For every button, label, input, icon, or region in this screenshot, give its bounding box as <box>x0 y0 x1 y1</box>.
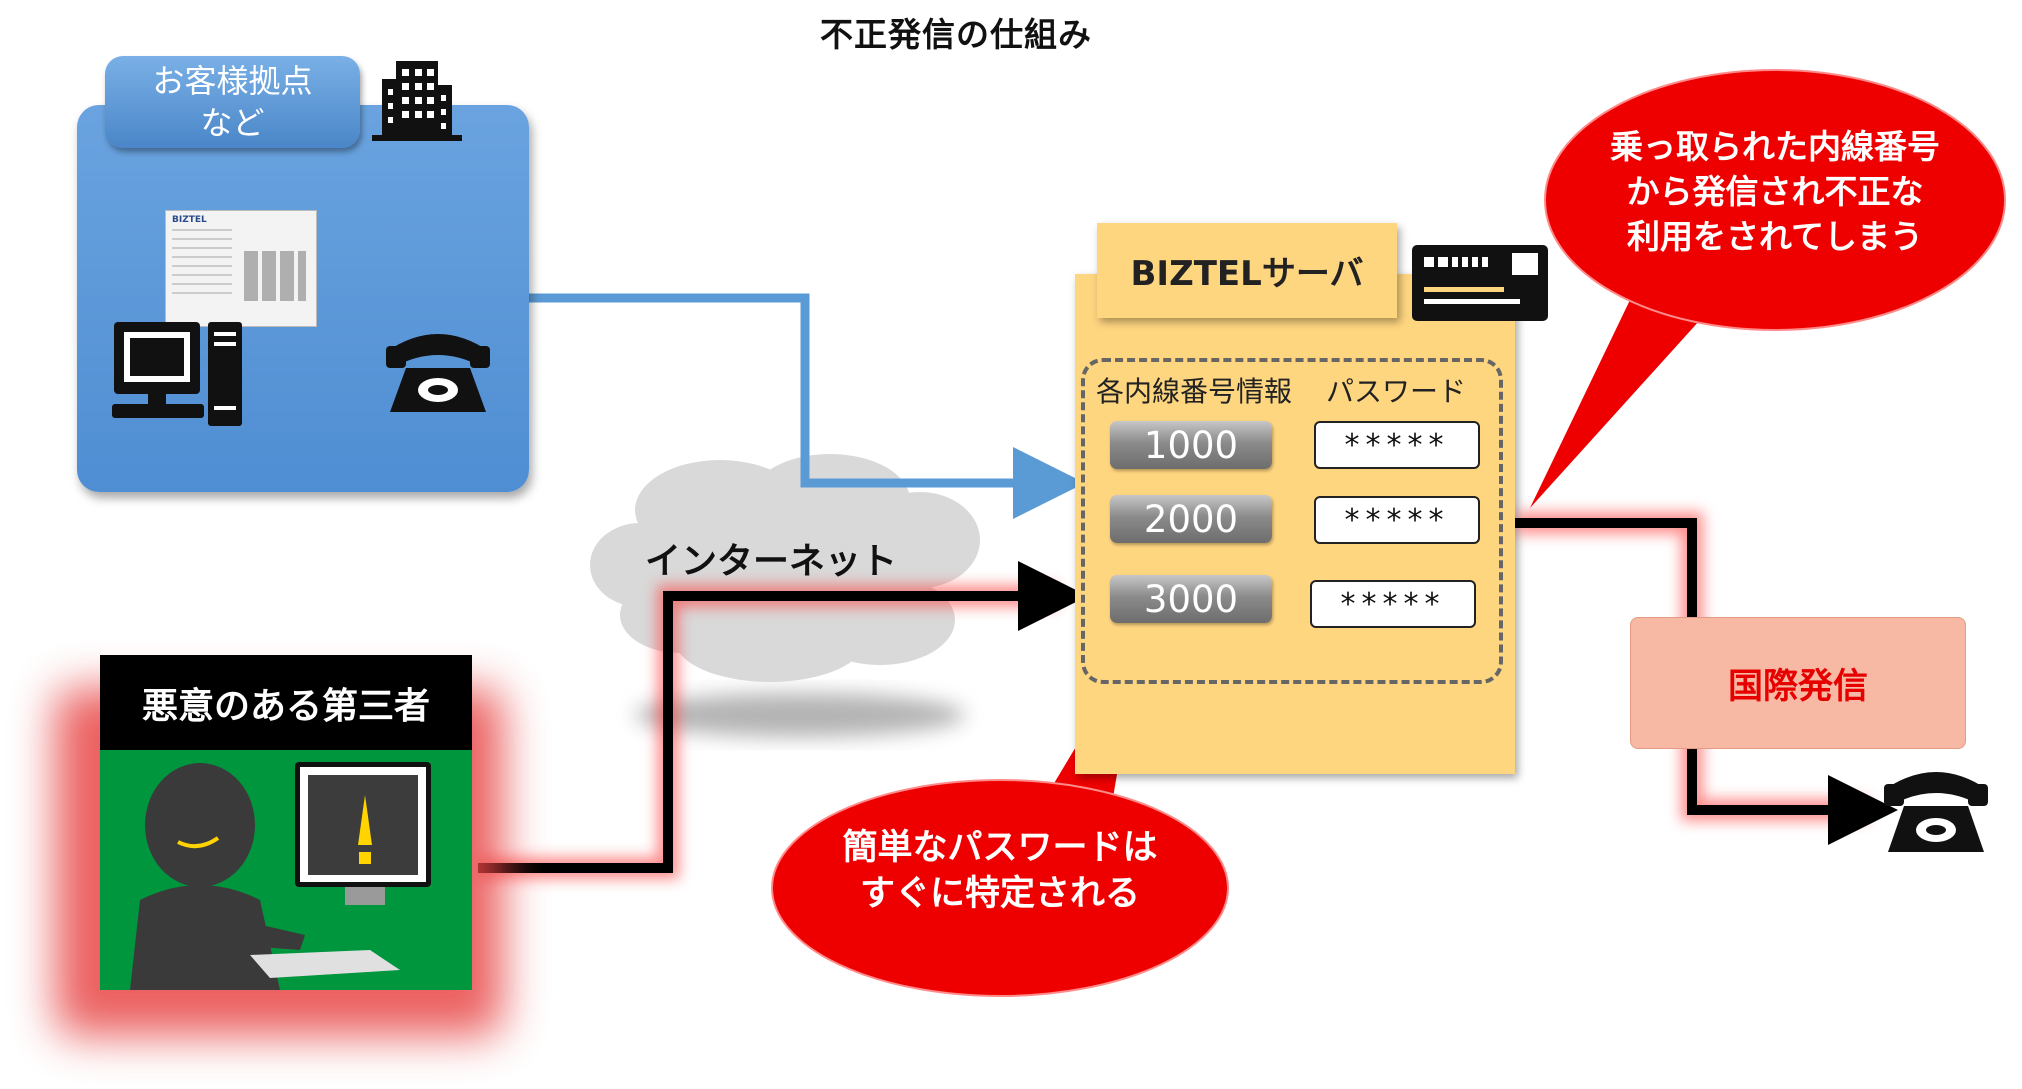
screenshot-logo: BIZTEL <box>172 215 207 225</box>
extension-column-header: 各内線番号情報 <box>1096 375 1293 408</box>
attacker-label: 悪意のある第三者 <box>100 655 472 750</box>
customer-flow-line <box>529 293 1085 519</box>
customer-site-label: お客様拠点 など <box>105 56 360 148</box>
telephone-icon <box>1884 772 1988 852</box>
attacker-scene <box>100 750 472 990</box>
international-call-box: 国際発信 <box>1630 617 1966 749</box>
cloud-shadow <box>635 693 965 737</box>
server-label: BIZTELサーバ <box>1097 223 1397 318</box>
internet-label: インターネット <box>645 541 898 582</box>
telephone-icon <box>386 334 490 412</box>
password-field: ***** <box>1314 421 1480 469</box>
diagram-title: 不正発信の仕組み <box>820 15 1092 54</box>
callout-hijack-bubble <box>1530 69 2006 508</box>
password-column-header: パスワード <box>1326 375 1467 408</box>
extension-pill: 2000 <box>1110 495 1272 543</box>
computer-icon <box>112 322 242 426</box>
extension-table-frame <box>1081 358 1503 684</box>
password-field: ***** <box>1310 580 1476 628</box>
server-card-icon <box>1412 245 1548 321</box>
attacker-flow-line <box>478 561 1088 873</box>
hacker-illustration <box>130 762 431 990</box>
app-screenshot: BIZTEL <box>165 210 317 327</box>
extension-pill: 3000 <box>1110 575 1272 623</box>
password-field: ***** <box>1314 496 1480 544</box>
building-icon <box>372 61 462 141</box>
callout-hijack-text: 乗っ取られた内線番号 から発信され不正な 利用をされてしまう <box>1610 127 1940 256</box>
extension-pill: 1000 <box>1110 421 1272 469</box>
callout-password-text: 簡単なパスワードは すぐに特定される <box>842 828 1158 914</box>
